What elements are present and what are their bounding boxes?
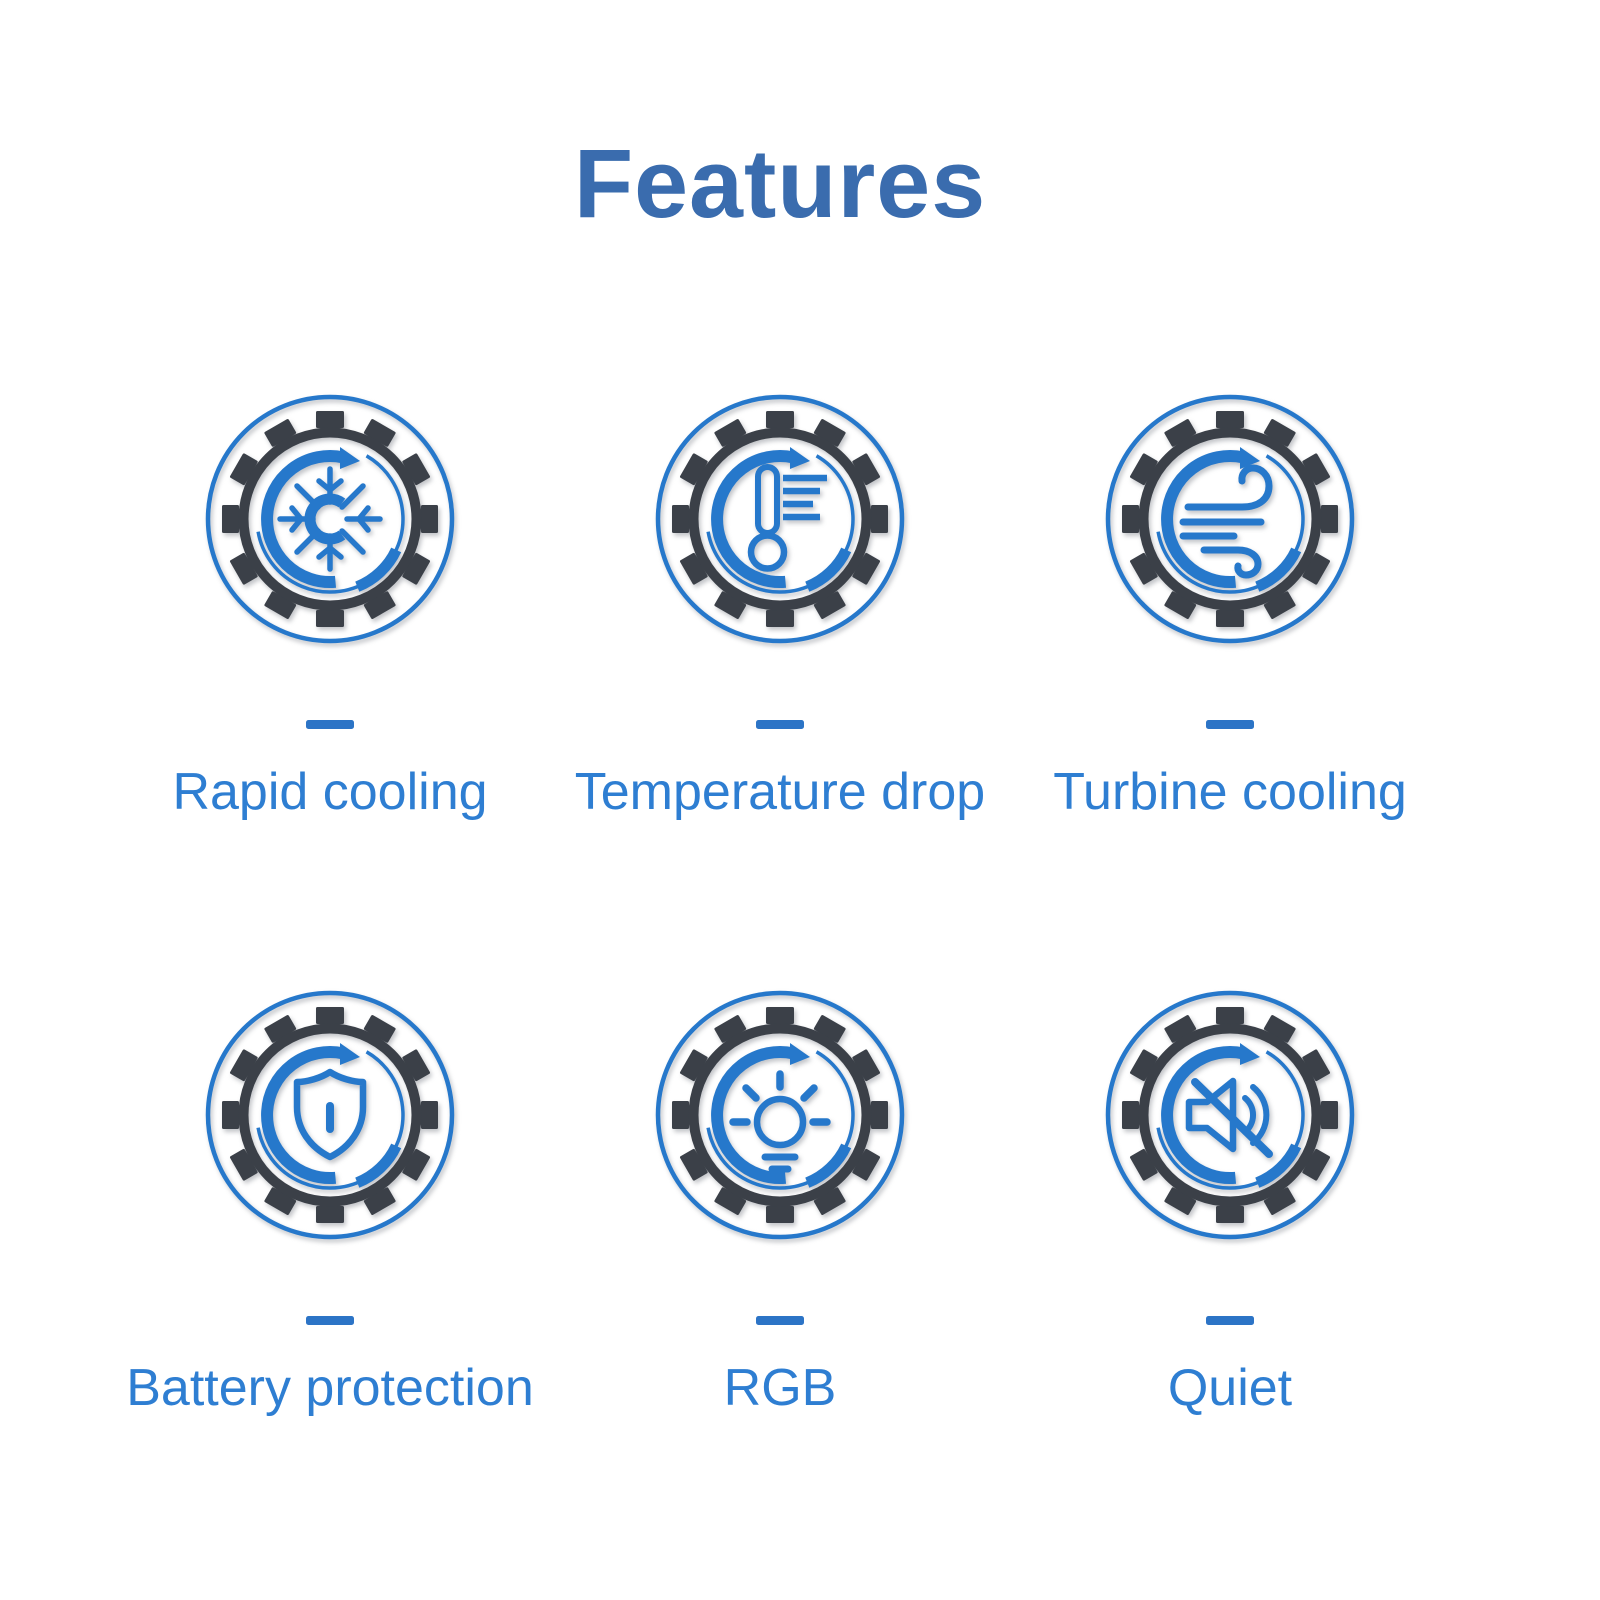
feature-label: Turbine cooling <box>1053 763 1407 821</box>
gear-ring-graphic <box>1105 990 1355 1240</box>
feature-item: Quiet <box>1005 984 1455 1419</box>
label-dash <box>306 1315 354 1325</box>
feature-label: Rapid cooling <box>172 763 488 821</box>
shield-icon <box>199 984 461 1246</box>
gear-ring-graphic <box>655 394 905 644</box>
feature-item: Rapid cooling <box>105 388 555 823</box>
feature-item: RGB <box>555 984 1005 1419</box>
feature-item: Temperature drop <box>555 388 1005 823</box>
mute-icon <box>1099 984 1361 1246</box>
gear-ring-graphic <box>655 990 905 1240</box>
thermometer-icon <box>649 388 911 650</box>
label-dash <box>756 1315 804 1325</box>
label-dash <box>1206 1315 1254 1325</box>
label-dash <box>306 720 354 729</box>
gear-ring-graphic <box>205 990 455 1240</box>
gear-ring-graphic <box>1105 394 1355 644</box>
label-dash <box>1206 720 1254 729</box>
bulb-icon <box>649 984 911 1246</box>
feature-item: Battery protection <box>105 984 555 1419</box>
snowflake-icon <box>199 388 461 650</box>
feature-item: Turbine cooling <box>1005 388 1455 823</box>
feature-label: Temperature drop <box>574 763 986 821</box>
feature-label: Battery protection <box>126 1358 534 1417</box>
label-dash <box>756 720 804 729</box>
gear-ring-graphic <box>205 394 455 644</box>
feature-label: Quiet <box>1167 1358 1293 1417</box>
wind-icon <box>1099 388 1361 650</box>
feature-label: RGB <box>723 1358 837 1417</box>
page-title: Features <box>573 129 987 238</box>
features-grid: Rapid cooling Temperature drop <box>105 388 1455 1419</box>
